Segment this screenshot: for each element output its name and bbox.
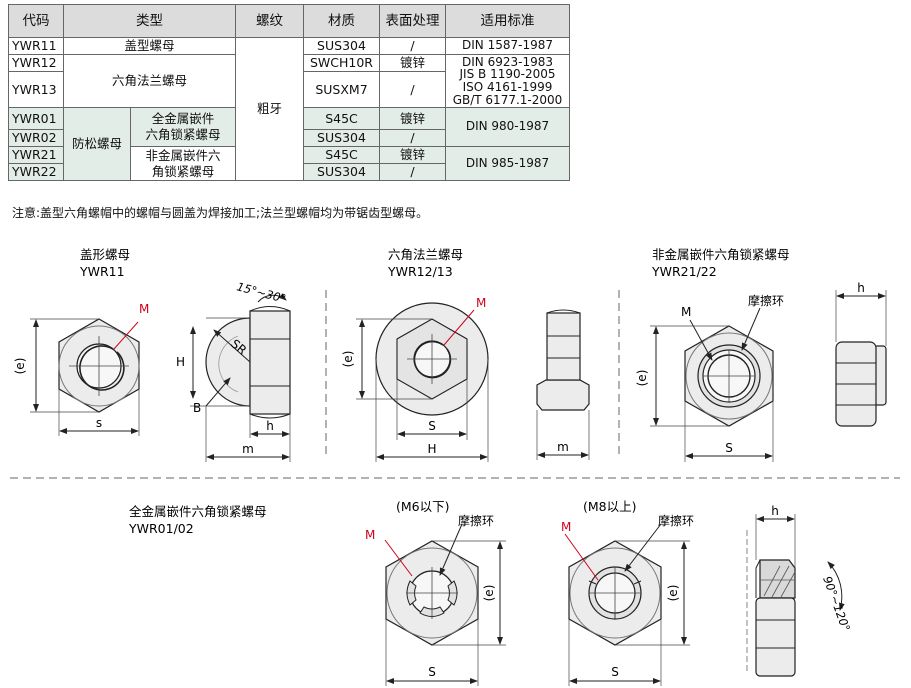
cap-nut-label-h: h xyxy=(266,419,274,433)
flange-nut-label-s: S xyxy=(428,419,436,433)
cell-surface: / xyxy=(379,163,446,181)
m6-label-m: M xyxy=(365,528,375,542)
cap-nut-label-angle: 15°~30° xyxy=(235,279,287,306)
standard-line: DIN 6923-1983 xyxy=(462,54,553,69)
nonmetal-nut-code: YWR21/22 xyxy=(651,264,717,279)
side-label-h: h xyxy=(771,504,779,518)
table-row: YWR11 盖型螺母 粗牙 SUS304 / DIN 1587-1987 xyxy=(8,37,570,181)
cap-nut-label-m-len: m xyxy=(242,442,254,456)
header-standard: 适用标准 xyxy=(445,4,570,38)
table-row: YWR02 SUS304 / xyxy=(8,129,570,147)
side-label-angle: 90°~120° xyxy=(820,574,853,633)
cap-nut-label-h-side: H xyxy=(176,355,185,369)
flange-nut-label-m: M xyxy=(476,296,486,310)
type-line: 非金属嵌件六 xyxy=(145,147,221,163)
m8-nut-drawing: (M8以上) M 摩擦环 (e) S xyxy=(561,499,694,686)
standard-line: GB/T 6177.1-2000 xyxy=(452,92,563,107)
cell-material: S45C xyxy=(303,146,380,164)
allmetal-side-drawing: h 90°~120° xyxy=(746,504,853,677)
nonmetal-nut-label-m: M xyxy=(681,305,691,319)
allmetal-nut-caption: 全金属嵌件六角锁紧螺母 YWR01/02 xyxy=(128,504,267,536)
m6-title: (M6以下) xyxy=(396,499,450,514)
cap-nut-label-e: (e) xyxy=(13,358,27,375)
table-row: YWR22 SUS304 / xyxy=(8,163,570,181)
flange-nut-code: YWR12/13 xyxy=(387,264,453,279)
m8-title: (M8以上) xyxy=(583,499,637,514)
cell-surface: / xyxy=(379,71,446,108)
table-row: YWR12 六角法兰螺母 SWCH10R 镀锌 DIN 6923-1983 JI… xyxy=(8,54,570,108)
flange-nut-label-m-len: m xyxy=(557,440,569,454)
table-row: YWR13 SUSXM7 / xyxy=(8,71,570,108)
flange-nut-label-h-width: H xyxy=(427,442,436,456)
nonmetal-nut-label-s: S xyxy=(725,441,733,455)
nonmetal-nut-label-ring: 摩擦环 xyxy=(748,293,784,308)
table-header-row: 代码 类型 螺纹 材质 表面处理 适用标准 xyxy=(8,4,570,38)
flange-nut-title: 六角法兰螺母 xyxy=(388,247,463,262)
m8-label-e: (e) xyxy=(666,585,680,602)
spec-table: 代码 类型 螺纹 材质 表面处理 适用标准 YWR11 盖型螺母 粗牙 SUS3… xyxy=(8,4,570,181)
standard-line: JIS B 1190-2005 xyxy=(459,67,556,82)
m8-label-m: M xyxy=(561,520,571,534)
cap-nut-drawing: 盖形螺母 YWR11 M (e) s SR H xyxy=(13,247,291,462)
type-line: 全金属嵌件 xyxy=(151,111,215,127)
m6-label-ring: 摩擦环 xyxy=(458,513,494,528)
cell-code: YWR13 xyxy=(8,71,64,108)
cap-nut-label-s: s xyxy=(96,416,102,430)
cell-material: SUS304 xyxy=(303,163,380,181)
cap-nut-code: YWR11 xyxy=(79,264,125,279)
nonmetal-nut-label-h: h xyxy=(857,281,865,295)
m6-nut-drawing: (M6以下) M 摩擦环 (e) S xyxy=(365,499,506,686)
allmetal-nut-code: YWR01/02 xyxy=(128,521,194,536)
flange-nut-label-e: (e) xyxy=(341,351,355,368)
cell-code: YWR11 xyxy=(8,37,64,55)
type-line: 角锁紧螺母 xyxy=(151,163,215,179)
flange-nut-drawing: 六角法兰螺母 YWR12/13 M (e) S H m xyxy=(341,247,590,462)
header-code: 代码 xyxy=(8,4,64,38)
cell-standard-nonmetal: DIN 985-1987 xyxy=(445,146,570,181)
cell-thread: 粗牙 xyxy=(235,37,304,181)
table-row: YWR01 防松螺母 全金属嵌件 六角锁紧螺母 S45C 镀锌 DIN 980-… xyxy=(8,107,570,181)
m6-label-e: (e) xyxy=(482,585,496,602)
cap-nut-title: 盖形螺母 xyxy=(80,247,130,262)
nonmetal-nut-label-e: (e) xyxy=(635,370,649,387)
header-surface: 表面处理 xyxy=(379,4,446,38)
m8-label-ring: 摩擦环 xyxy=(658,513,694,528)
type-line: 六角锁紧螺母 xyxy=(145,127,221,142)
cap-nut-label-b: B xyxy=(193,401,201,415)
cell-standard-flange: DIN 6923-1983 JIS B 1190-2005 ISO 4161-1… xyxy=(445,54,570,108)
cell-code: YWR01 xyxy=(8,107,64,130)
standard-line: ISO 4161-1999 xyxy=(462,80,553,94)
cap-nut-label-m: M xyxy=(139,302,149,316)
m6-label-s: S xyxy=(428,665,436,679)
allmetal-nut-title: 全金属嵌件六角锁紧螺母 xyxy=(129,504,267,519)
cell-code: YWR22 xyxy=(8,163,64,181)
table-note: 注意:盖型六角螺帽中的螺帽与圆盖为焊接加工;法兰型螺帽均为带锯齿型螺母。 xyxy=(12,206,429,220)
cell-standard-allmetal: DIN 980-1987 xyxy=(445,107,570,147)
cell-lock-group: 防松螺母 xyxy=(63,107,131,181)
cell-type-nonmetal: 非金属嵌件六 角锁紧螺母 xyxy=(130,146,236,181)
cell-code: YWR02 xyxy=(8,129,64,147)
nonmetal-nut-drawing: 非金属嵌件六角锁紧螺母 YWR21/22 M 摩擦环 (e) S h xyxy=(635,247,887,462)
m8-label-s: S xyxy=(611,665,619,679)
cell-type-allmetal: 全金属嵌件 六角锁紧螺母 xyxy=(130,107,236,147)
nonmetal-nut-title: 非金属嵌件六角锁紧螺母 xyxy=(652,247,790,262)
